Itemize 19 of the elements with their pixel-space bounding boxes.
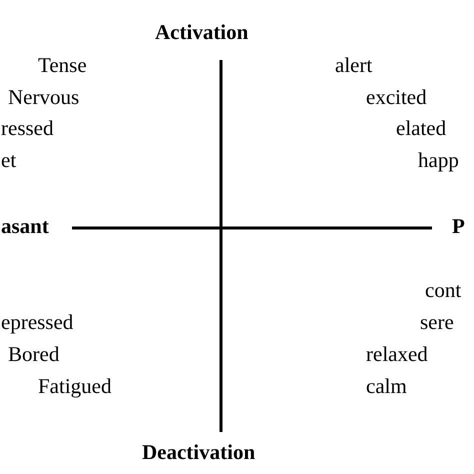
axis-label: Deactivation: [142, 440, 256, 464]
axis-label: Activation: [155, 20, 248, 44]
emotion-label: excited: [366, 85, 427, 109]
axis-label: asant: [1, 214, 49, 238]
emotion-label: Fatigued: [38, 374, 112, 398]
emotion-label: elated: [396, 116, 446, 140]
emotion-label: Nervous: [8, 85, 80, 109]
emotion-label: ressed: [1, 116, 54, 140]
emotion-label: et: [1, 148, 16, 172]
emotion-label: sere: [420, 310, 454, 334]
emotion-label: Bored: [8, 342, 60, 366]
emotion-label: alert: [335, 53, 372, 77]
emotion-label: epressed: [1, 310, 74, 334]
emotion-label: happ: [418, 148, 459, 172]
emotion-label: relaxed: [366, 342, 428, 366]
emotion-label: cont: [425, 278, 462, 302]
emotion-label: calm: [366, 374, 407, 398]
emotion-label: Tense: [38, 53, 87, 77]
axis-label: P: [452, 214, 465, 238]
